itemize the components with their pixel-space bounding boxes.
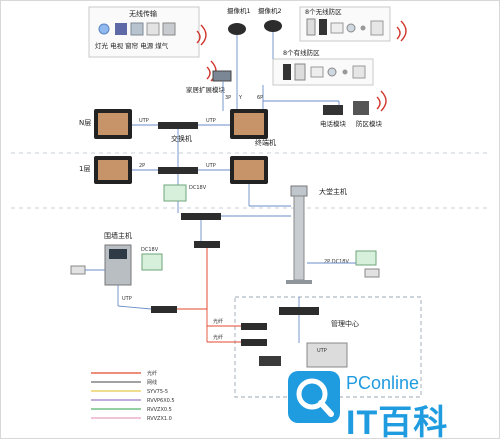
sensor-icon — [310, 66, 324, 78]
legend-label: SYV75-5 — [147, 389, 168, 395]
line-label-utp: UTP — [206, 163, 216, 169]
media-converter-icon — [151, 306, 177, 313]
line-label-utp: UTP — [122, 296, 132, 302]
legend-label: RVVZX1.0 — [147, 416, 172, 422]
curtain-icon — [130, 22, 144, 36]
switch-icon — [158, 167, 198, 174]
line-label-6p: 6P — [257, 95, 263, 101]
logo-it-text: IT百科 — [346, 404, 449, 439]
fiber-label: 光纤 — [213, 334, 223, 341]
legend-label: 网线 — [147, 379, 157, 386]
camera1-label: 摄像机1 — [227, 6, 251, 15]
wireless-zone-label: 8个无线防区 — [305, 7, 342, 16]
n-floor-label: N层 — [79, 119, 91, 127]
wall-host-label: 围墙主机 — [104, 231, 132, 240]
wireless-device-group: 无线传输 灯光 电视 窗帘 电源 煤气 — [88, 6, 200, 58]
sensor-icon — [294, 63, 306, 81]
sensor-icon — [319, 19, 327, 35]
wired-zone-label: 8个有线防区 — [283, 48, 320, 57]
pc-icon — [306, 342, 348, 368]
power-supply-icon — [141, 253, 163, 271]
camera1-group: 摄像机1 — [227, 6, 251, 35]
media-converter-icon — [241, 323, 267, 330]
zone-module-label: 防区模块 — [356, 119, 383, 128]
monitor-screen — [98, 113, 128, 135]
dc18v-label: DC18V — [189, 185, 207, 191]
line-label-y: Y — [238, 95, 243, 101]
sensor-icon — [327, 67, 337, 77]
lobby-host-label: 大堂主机 — [319, 187, 347, 196]
switch-icon — [158, 122, 198, 129]
sensor-icon — [360, 25, 366, 31]
legend-label: 光纤 — [147, 370, 157, 377]
lobby-host-base — [286, 280, 312, 284]
sensor-icon — [342, 69, 348, 75]
sensor-icon — [306, 18, 316, 36]
logo: PConline IT百科 — [288, 369, 498, 438]
line-label-utp: UTP — [317, 348, 327, 354]
legend-label: RVVZX0.5 — [147, 407, 172, 413]
terminal-screen — [234, 113, 264, 135]
home-expansion-label: 家居扩展模块 — [186, 85, 226, 94]
mgmt-center-label: 管理中心 — [331, 319, 359, 328]
phone-module-label: 电话模块 — [320, 119, 347, 128]
line-label-2p: 2P — [139, 163, 145, 169]
wireless-wave-icon — [196, 24, 207, 46]
lobby-host-head — [290, 185, 308, 197]
sensor-icon — [346, 23, 356, 33]
wireless-zone-group: 8个无线防区 — [299, 6, 391, 42]
power-supply-icon — [163, 184, 187, 202]
gas-valve-icon — [162, 22, 176, 36]
sensor-icon — [352, 65, 366, 79]
camera1-icon — [228, 23, 246, 35]
power-supply-icon — [355, 250, 377, 266]
line-label-utp: UTP — [206, 118, 216, 124]
terminal-label: 终端机 — [255, 138, 276, 147]
media-converter-icon — [241, 339, 267, 346]
line-label-3p: 3P — [225, 95, 231, 101]
switch-icon — [279, 307, 319, 315]
bulb-icon — [98, 23, 110, 35]
lobby-host-stand — [293, 195, 305, 281]
dc18v-label: DC18V — [141, 247, 159, 253]
search-logo-icon — [288, 371, 340, 423]
lobby-host-group: 大堂主机 — [286, 185, 347, 284]
camera-icon — [259, 356, 281, 366]
monitor-screen — [98, 160, 128, 180]
sensor-icon — [370, 20, 384, 36]
wired-zone-group: 8个有线防区 — [272, 48, 374, 86]
switch-label: 交换机 — [171, 134, 192, 143]
line-label-utp: UTP — [139, 118, 149, 124]
wall-host-group: 围墙主机 DC18V — [70, 231, 163, 286]
wall-host-screen — [109, 249, 127, 259]
switch-icon — [194, 241, 220, 248]
power-icon — [146, 22, 160, 36]
switch-icon — [181, 213, 221, 220]
tv-icon — [115, 23, 127, 35]
camera2-icon — [264, 20, 282, 32]
card-reader-icon — [70, 265, 86, 275]
camera2-group: 摄像机2 — [258, 6, 282, 32]
home-expansion-module-icon — [212, 70, 232, 82]
floor1-label: 1层 — [79, 165, 90, 173]
camera2-label: 摄像机2 — [258, 6, 282, 15]
wall-host-link — [117, 305, 152, 310]
card-reader-icon — [364, 268, 380, 278]
fiber-label: 光纤 — [213, 318, 223, 325]
wireless-label: 无线传输 — [129, 9, 157, 18]
phone-module-icon — [323, 105, 343, 115]
terminal-screen — [234, 160, 264, 180]
devices-row-label: 灯光 电视 窗帘 电源 煤气 — [95, 41, 169, 50]
sensor-icon — [330, 22, 344, 34]
wireless-wave-icon — [396, 20, 407, 42]
logo-pconline-text: PConline — [346, 373, 420, 393]
wireless-wave-icon — [376, 90, 387, 112]
sensor-icon — [283, 64, 291, 80]
legend-label: RVVP6X0.5 — [147, 398, 175, 404]
zone-module-icon — [353, 101, 369, 115]
dc18v-label: 2P DC18V — [324, 259, 349, 265]
